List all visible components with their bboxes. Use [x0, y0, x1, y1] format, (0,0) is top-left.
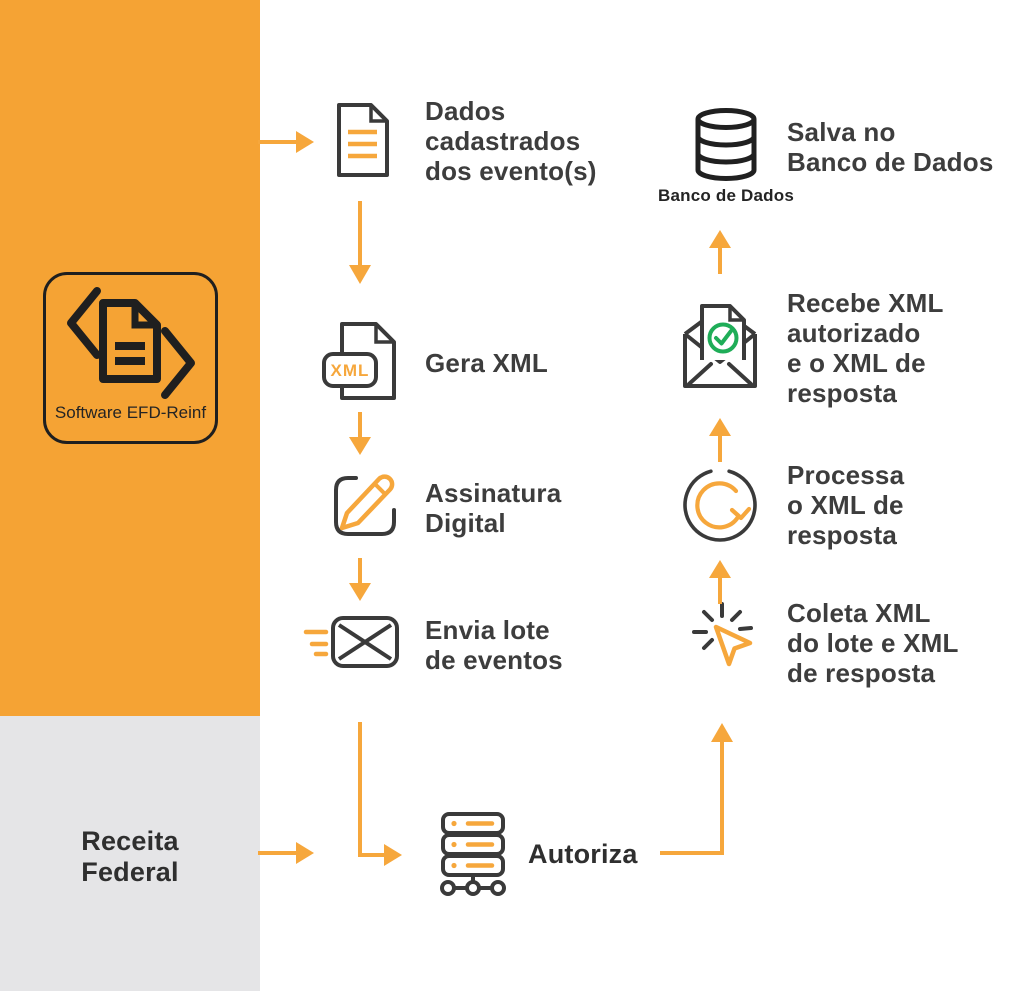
processa-label: Processa o XML de resposta — [787, 460, 905, 550]
document-lines-icon — [337, 103, 389, 177]
dados-label: Dados cadastrados dos evento(s) — [425, 96, 597, 186]
autoriza-label: Autoriza — [528, 839, 638, 869]
open-envelope-check-icon — [683, 304, 757, 388]
arrow-receita-to-autoriza — [258, 842, 314, 864]
coleta-label: Coleta XML do lote e XML de resposta — [787, 598, 959, 688]
database-icon — [695, 108, 757, 181]
arrow-panel-to-dados — [258, 131, 314, 153]
receita-federal-label: Receita Federal — [81, 826, 179, 887]
arrow-dados-to-xml — [349, 201, 371, 284]
salva-label: Salva no Banco de Dados — [787, 117, 994, 177]
arrow-xml-to-assinatura — [349, 412, 371, 455]
recebe-label: Recebe XML autorizado e o XML de respost… — [787, 288, 944, 408]
server-icon — [440, 812, 506, 896]
arrow-envia-to-autoriza — [358, 722, 402, 866]
arrow-recebe-to-banco — [709, 230, 731, 274]
assinatura-label: Assinatura Digital — [425, 478, 562, 538]
envia-label: Envia lote de eventos — [425, 615, 563, 675]
arrow-autoriza-to-coleta — [660, 723, 733, 855]
software-box-label: Software EFD-Reinf — [54, 403, 207, 422]
xml-badge-text: XML — [331, 361, 370, 380]
arrow-assinatura-to-envia — [349, 558, 371, 601]
software-efd-reinf-box: Software EFD-Reinf — [43, 272, 218, 444]
arrow-processa-to-recebe — [709, 418, 731, 462]
receita-federal-panel — [0, 716, 260, 991]
code-document-icon — [66, 287, 195, 399]
process-refresh-icon — [683, 469, 757, 542]
xml-file-icon: XML — [322, 322, 396, 400]
send-envelope-icon — [303, 616, 399, 668]
click-cursor-icon — [692, 602, 753, 667]
arrow-coleta-to-processa — [709, 560, 731, 604]
digital-signature-icon — [334, 474, 396, 536]
gera-xml-label: Gera XML — [425, 348, 548, 378]
banco-de-dados-caption: Banco de Dados — [658, 186, 794, 205]
